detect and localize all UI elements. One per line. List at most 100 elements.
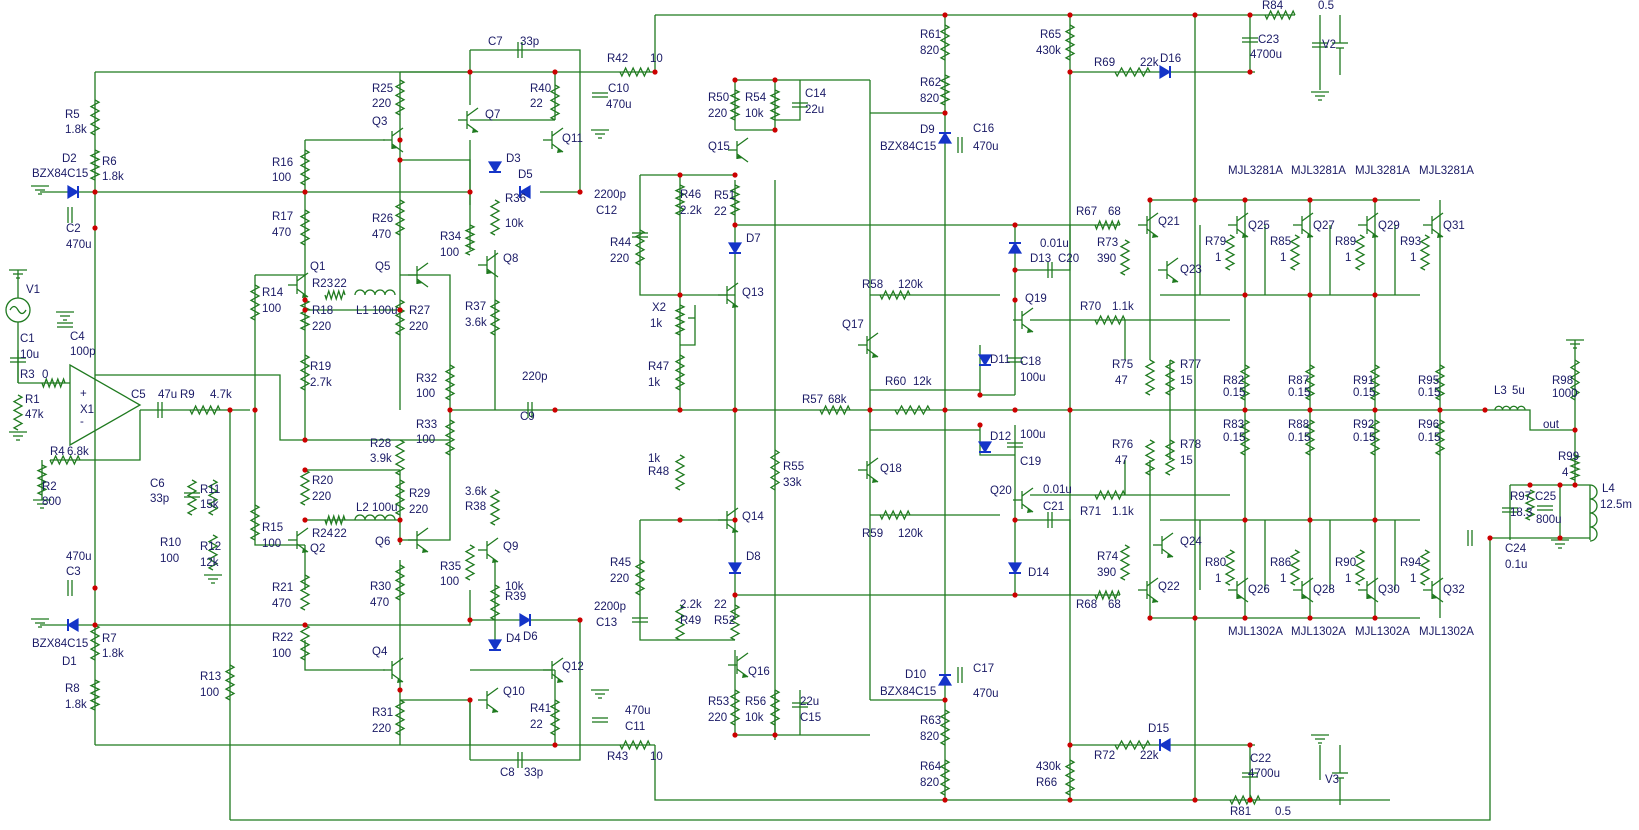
label-r5v: 1.8k (65, 124, 87, 136)
label-c16: C16 (973, 123, 994, 135)
label-c14v: 22u (805, 104, 824, 116)
label-c22v: 4700u (1248, 768, 1280, 780)
label-r55: R55 (783, 461, 804, 473)
label-q19: Q19 (1025, 293, 1047, 305)
label-r19v: 2.7k (310, 377, 332, 389)
label-q29: Q29 (1378, 220, 1400, 232)
label-r68: R68 (1076, 599, 1097, 611)
transistor-q19 (1013, 307, 1034, 333)
resistor-r56 (769, 689, 781, 726)
label-r95v: 0.15 (1418, 387, 1440, 399)
capacitor-c25b (1537, 505, 1553, 511)
transistor-q26 (1228, 577, 1249, 603)
junction-dot (1372, 517, 1378, 523)
label-d7: D7 (746, 233, 761, 245)
junction-dot (867, 407, 873, 413)
junction-dot (302, 297, 308, 303)
label-r28: R28 (370, 438, 391, 450)
label-q8: Q8 (503, 253, 518, 265)
label-c13v: 2200p (594, 601, 626, 613)
label-r85: R85 (1270, 236, 1291, 248)
resistor-r98 (1569, 359, 1581, 401)
resistor-r53 (729, 689, 741, 726)
ground-5 (9, 431, 27, 441)
label-d2t: BZX84C15 (32, 168, 88, 180)
label-r21v: 470 (272, 598, 291, 610)
junction-dot (1572, 482, 1578, 488)
resistor-r95 (1434, 364, 1446, 401)
transistor-q24 (1153, 532, 1174, 558)
label-mj2: MJL3281A (1291, 165, 1346, 177)
label-r53: R53 (708, 696, 729, 708)
label-r56v: 10k (745, 712, 764, 724)
label-r97: R97 (1510, 491, 1531, 503)
label-r87: R87 (1288, 375, 1309, 387)
junction-dot (1307, 615, 1313, 621)
label-r58: R58 (862, 279, 883, 291)
resistor-r94 (1419, 549, 1431, 586)
junction-dot (302, 307, 308, 313)
capacitor-c5 (157, 402, 163, 418)
resistor-r62 (939, 74, 951, 106)
label-d11: D11 (990, 354, 1010, 366)
label-r24v: 22 (334, 528, 347, 540)
resistor-r42 (619, 66, 651, 78)
label-r1v: 47k (25, 409, 44, 421)
capacitor-c16 (957, 137, 963, 153)
resistor-r23 (324, 288, 346, 302)
label-d15: D15 (1148, 723, 1169, 735)
resistor-r85 (1289, 234, 1301, 271)
label-q1: Q1 (310, 261, 325, 273)
junction-dot (1437, 407, 1443, 413)
resistor-r93 (1419, 234, 1431, 271)
label-d1: D1 (62, 656, 77, 668)
junction-dot (1247, 797, 1253, 803)
label-r36: R36 (505, 193, 526, 205)
label-l4v: 12.5m (1600, 499, 1632, 511)
label-r58v: 120k (898, 279, 923, 291)
label-r8: R8 (65, 683, 80, 695)
label-q10: Q10 (503, 686, 525, 698)
label-q13: Q13 (742, 287, 764, 299)
label-q18: Q18 (880, 463, 902, 475)
junction-dot (397, 517, 403, 523)
label-r6v: 1.8k (102, 171, 124, 183)
junction-dot (732, 732, 738, 738)
transistor-q21 (1138, 212, 1159, 238)
resistor-r74 (1119, 544, 1131, 581)
junction-dot (1557, 482, 1563, 488)
label-c18: C18 (1020, 356, 1041, 368)
junction-dot (942, 697, 948, 703)
label-d10: D10 (905, 669, 926, 681)
label-d14: D14 (1028, 567, 1050, 579)
resistor-r71 (1094, 489, 1126, 501)
junction-dot (942, 797, 948, 803)
label-v3: V3 (1325, 774, 1339, 786)
resistor-r13 (224, 664, 236, 701)
transistor-q17 (858, 332, 879, 358)
junction-dot (677, 172, 683, 178)
label-l1: L1 (356, 305, 369, 317)
diode-d6 (519, 612, 532, 628)
diode-d13 (1007, 241, 1023, 254)
capacitor-c22 (1242, 772, 1258, 778)
junction-dot (942, 407, 948, 413)
resistor-r69 (1114, 66, 1151, 78)
label-c10: C10 (608, 83, 629, 95)
junction-dot (732, 172, 738, 178)
capacitor-c8 (517, 752, 523, 768)
label-c11: C11 (625, 721, 645, 733)
diode-d14 (1007, 562, 1023, 575)
source-v1 (5, 270, 31, 383)
resistor-r6 (89, 149, 101, 181)
resistor-r52 (729, 604, 741, 641)
label-r73: R73 (1097, 237, 1118, 249)
label-r74v: 390 (1097, 567, 1116, 579)
ground-v1 (9, 269, 27, 279)
label-r2: R2 (42, 481, 57, 493)
label-l4: L4 (1602, 483, 1615, 495)
label-r45v: 220 (610, 573, 629, 585)
label-c3: C3 (66, 566, 81, 578)
label-mn4: MJL1302A (1419, 626, 1474, 638)
transistor-q1 (288, 272, 309, 298)
